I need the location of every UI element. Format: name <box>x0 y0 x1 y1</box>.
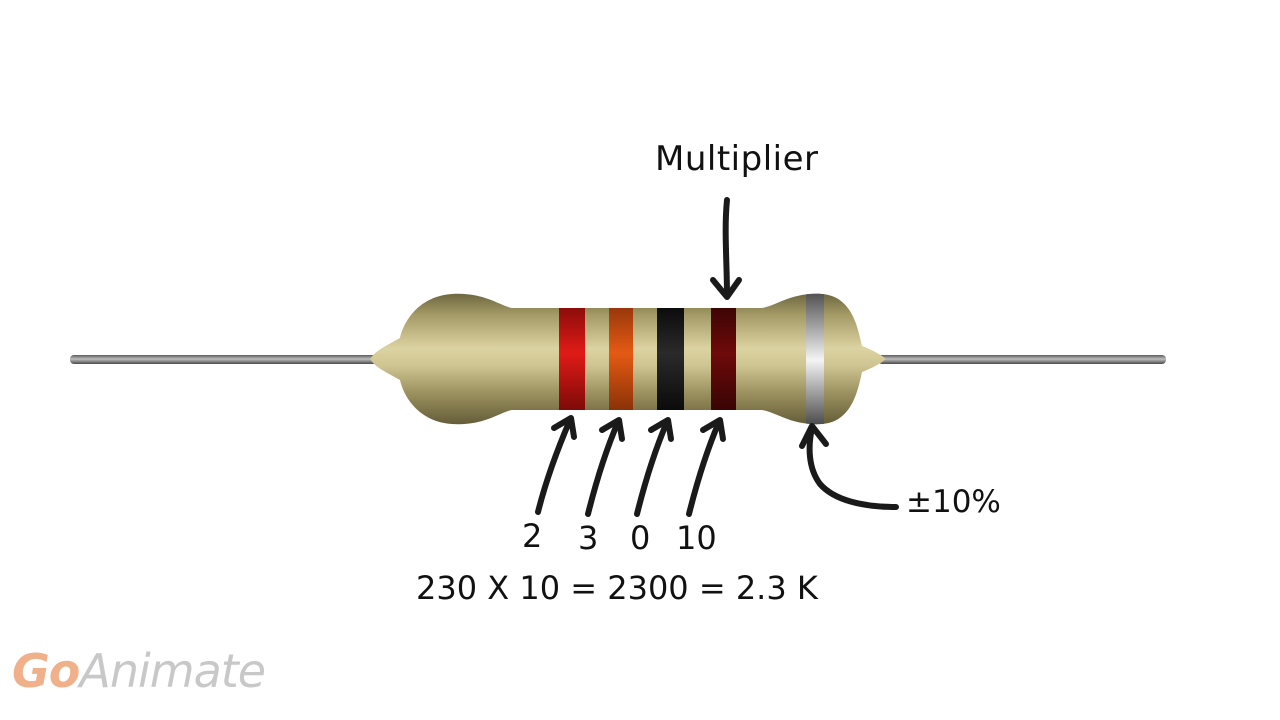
multiplier-arrow <box>710 197 742 300</box>
left-lead <box>70 355 380 364</box>
band-2-arrow <box>585 417 625 517</box>
tolerance-arrow <box>799 423 899 510</box>
band-1-arrow <box>535 415 577 515</box>
goanimate-logo: GoAnimate <box>12 648 266 694</box>
band-3-value: 0 <box>630 519 651 557</box>
band-2-value: 3 <box>578 519 599 557</box>
band-3-arrow <box>634 417 674 517</box>
right-lead <box>878 355 1166 364</box>
tolerance-label: ±10% <box>906 484 1001 520</box>
multiplier-label: Multiplier <box>655 139 819 179</box>
logo-animate-text: Animate <box>79 644 266 698</box>
band-4-arrow <box>686 417 726 517</box>
band-orange <box>609 293 633 425</box>
band-1-value: 2 <box>522 517 543 555</box>
band-red <box>559 293 585 425</box>
band-brown <box>711 293 736 425</box>
resistance-equation: 230 X 10 = 2300 = 2.3 K <box>416 569 818 607</box>
logo-go-text: Go <box>12 644 80 698</box>
band-silver <box>806 293 824 425</box>
band-4-value: 10 <box>676 519 717 557</box>
band-black <box>657 293 684 425</box>
